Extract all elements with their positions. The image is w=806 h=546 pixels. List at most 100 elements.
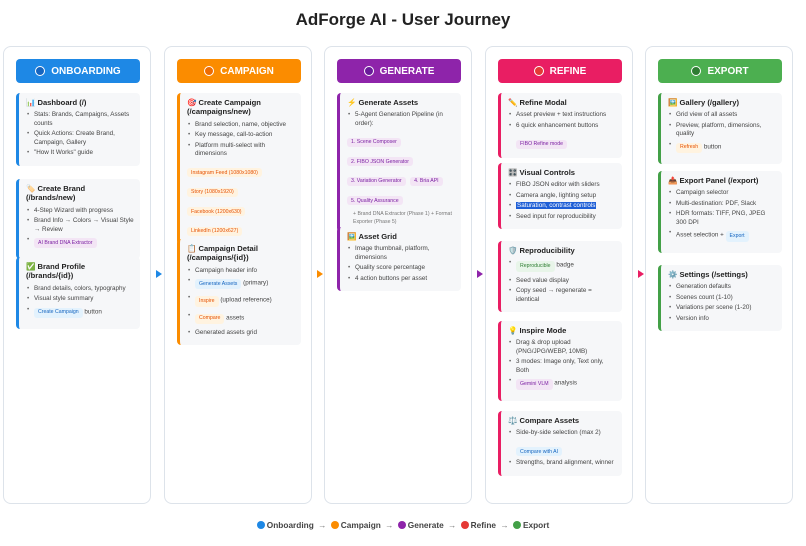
legend-arrow: → xyxy=(385,520,394,530)
card-title: 📋Campaign Detail (/campaigns/{id}) xyxy=(187,244,258,263)
card-title: 📤Export Panel (/export) xyxy=(668,176,759,185)
column-header-label: CAMPAIGN xyxy=(220,65,274,77)
legend-refine-icon xyxy=(460,521,469,529)
card-reproducibility: 🛡️Reproducibility Reproducible badge See… xyxy=(498,241,622,312)
gemini-badge: Gemini VLM xyxy=(516,379,553,390)
flow-arrow-icon xyxy=(638,270,644,278)
card-title: ⚡Generate Assets xyxy=(347,98,419,107)
card-title: 🛡️Reproducibility xyxy=(508,246,575,255)
clipboard-icon: 📋 xyxy=(187,244,197,253)
card-title: 🏷️Create Brand (/brands/new) xyxy=(26,184,86,203)
scales-icon: ⚖️ xyxy=(508,416,518,425)
green-circle-icon xyxy=(691,66,702,76)
card-brand-profile: ✅Brand Profile (/brands/{id}) Brand deta… xyxy=(16,257,140,329)
flow-arrow-icon xyxy=(477,270,483,278)
list-item: Generation defaults xyxy=(668,283,776,292)
card-title: 💡Inspire Mode xyxy=(508,326,567,335)
list-item: Stats: Brands, Campaigns, Assets counts xyxy=(26,111,134,128)
list-item: HDR formats: TIFF, PNG, JPEG 300 DPI xyxy=(668,210,776,227)
card-dashboard: 📊Dashboard (/) Stats: Brands, Campaigns,… xyxy=(16,93,140,166)
lightning-icon: ⚡ xyxy=(347,98,357,107)
legend-generate-icon xyxy=(397,521,406,529)
list-item: Create Campaign button xyxy=(26,306,134,321)
flow-arrow-icon xyxy=(156,270,162,278)
list-item: Quality score percentage xyxy=(347,264,455,273)
legend-arrow: → xyxy=(500,520,509,530)
orange-circle-icon xyxy=(204,66,215,76)
list-item: 3 modes: Image only, Text only, Both xyxy=(508,358,616,375)
column-export: EXPORT 🖼️Gallery (/gallery) Grid view of… xyxy=(645,46,793,504)
platform-badge: Story (1080x1920) xyxy=(187,187,238,197)
column-header-onboarding: ONBOARDING xyxy=(16,59,140,83)
tag-icon: 🏷️ xyxy=(26,184,36,193)
card-settings: ⚙️Settings (/settings) Generation defaul… xyxy=(658,265,782,332)
compare-ai-badge: Compare with AI xyxy=(516,447,563,457)
column-onboarding: ONBOARDING 📊Dashboard (/) Stats: Brands,… xyxy=(3,46,151,504)
list-item: Camera angle, lighting setup xyxy=(508,192,616,201)
card-campaign-detail: 📋Campaign Detail (/campaigns/{id}) Campa… xyxy=(177,239,301,346)
column-header-label: GENERATE xyxy=(379,65,435,77)
card-create-brand: 🏷️Create Brand (/brands/new) 4-Step Wiza… xyxy=(16,179,140,260)
list-item: Strengths, brand alignment, winner xyxy=(508,459,616,468)
card-create-campaign: 🎯Create Campaign (/campaigns/new) Brand … xyxy=(177,93,301,245)
inspire-badge: Inspire xyxy=(195,296,219,307)
legend-arrow: → xyxy=(448,520,457,530)
list-item: Variations per scene (1-20) xyxy=(668,304,776,313)
list-item: Reproducible badge xyxy=(508,259,616,274)
target-icon: 🎯 xyxy=(187,98,197,107)
highlighted-text: Saturation, contrast controls xyxy=(516,202,597,210)
chart-icon: 📊 xyxy=(26,98,36,107)
legend-arrow: → xyxy=(318,520,327,530)
export-badge: Export xyxy=(725,231,749,242)
list-item: 6 quick enhancement buttons xyxy=(508,122,616,131)
list-item: Key message, call-to-action xyxy=(187,131,295,140)
list-item: Preview, platform, dimensions, quality xyxy=(668,122,776,139)
card-title: 🎛️Visual Controls xyxy=(508,168,576,177)
list-item: "How It Works" guide xyxy=(26,149,134,158)
list-item: Asset preview + text instructions xyxy=(508,111,616,120)
generate-assets-badge: Generate Assets xyxy=(195,279,242,290)
list-item: Saturation, contrast controls xyxy=(508,202,616,211)
platform-badge: Facebook (1200x630) xyxy=(187,207,246,217)
lightbulb-icon: 💡 xyxy=(508,326,518,335)
list-item: Quick Actions: Create Brand, Campaign, G… xyxy=(26,130,134,147)
list-item: Asset selection + Export xyxy=(668,229,776,244)
blue-circle-icon xyxy=(35,66,46,76)
create-campaign-badge: Create Campaign xyxy=(34,307,83,318)
column-header-export: EXPORT xyxy=(658,59,782,83)
red-circle-icon xyxy=(533,66,544,76)
list-item: Copy seed → regenerate = identical xyxy=(508,287,616,304)
pipeline-note: + Brand DNA Extractor (Phase 1) + Format… xyxy=(353,211,452,225)
pipeline-step-badge: 2. FIBO JSON Generator xyxy=(347,157,413,167)
list-item: Brand selection, name, objective xyxy=(187,121,295,130)
list-item: Image thumbnail, platform, dimensions xyxy=(347,245,455,262)
pipeline-step-badge: 1. Scene Composer xyxy=(347,137,401,147)
list-item: Seed value display xyxy=(508,277,616,286)
refine-mode-badge: FIBO Refine mode xyxy=(516,139,567,149)
list-item: Refresh button xyxy=(668,141,776,156)
card-visual-controls: 🎛️Visual Controls FIBO JSON editor with … xyxy=(498,163,622,230)
pipeline-step-badge: 4. Bria API xyxy=(410,176,443,186)
compare-badge: Compare xyxy=(195,313,225,324)
list-item: Brand details, colors, typography xyxy=(26,285,134,294)
legend-label: Export xyxy=(522,520,550,530)
column-header-label: REFINE xyxy=(549,65,587,77)
card-asset-grid: 🖼️Asset Grid Image thumbnail, platform, … xyxy=(337,227,461,292)
list-item: Generated assets grid xyxy=(187,329,295,338)
list-item: 4 action buttons per asset xyxy=(347,275,455,284)
card-title: 📊Dashboard (/) xyxy=(26,98,87,107)
sliders-icon: 🎛️ xyxy=(508,168,518,177)
legend-label: Campaign xyxy=(340,520,381,530)
list-item: Seed input for reproducibility xyxy=(508,213,616,222)
list-item: Scenes count (1-10) xyxy=(668,294,776,303)
card-export-panel: 📤Export Panel (/export) Campaign selecto… xyxy=(658,171,782,253)
list-item: Generate Assets (primary) xyxy=(187,277,295,292)
column-header-label: EXPORT xyxy=(707,65,749,77)
list-item: Campaign selector xyxy=(668,189,776,198)
list-item: Multi-destination: PDF, Slack xyxy=(668,200,776,209)
page-title: AdForge AI - User Journey xyxy=(295,10,511,29)
list-item: 4-Step Wizard with progress xyxy=(26,207,134,216)
list-item: Version info xyxy=(668,315,776,324)
outbox-icon: 📤 xyxy=(668,176,678,185)
card-gallery: 🖼️Gallery (/gallery) Grid view of all as… xyxy=(658,93,782,164)
